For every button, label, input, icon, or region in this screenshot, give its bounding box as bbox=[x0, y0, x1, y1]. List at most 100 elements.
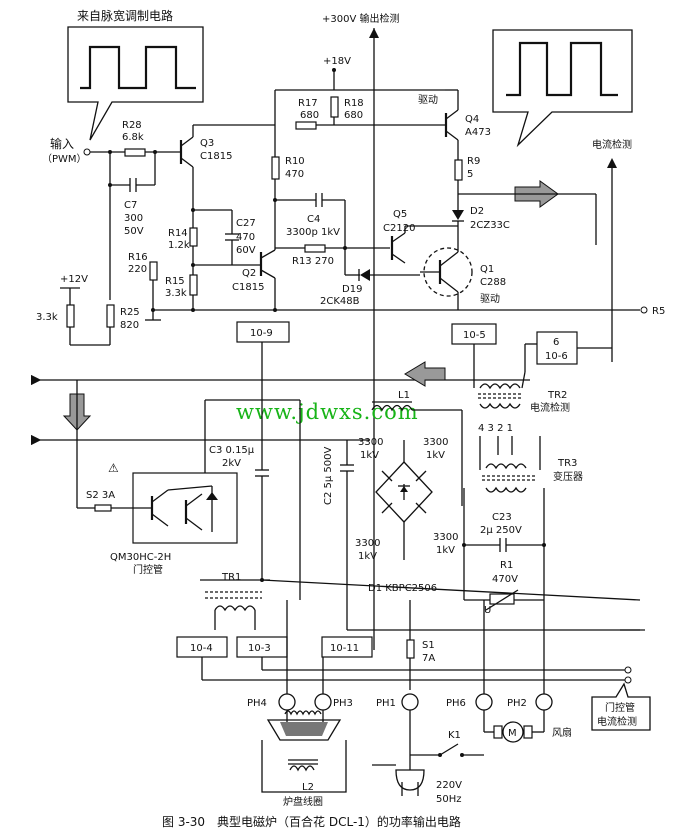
r15-label: R15 bbox=[165, 276, 185, 287]
r18-label: R18 bbox=[344, 98, 364, 109]
q1-value: C288 bbox=[480, 277, 506, 288]
r9-label: R9 bbox=[467, 156, 480, 167]
tr2-label: TR2 bbox=[547, 390, 567, 401]
c3-label: C3 0.15μ bbox=[209, 445, 255, 456]
r9-resistor bbox=[454, 159, 463, 181]
r25-label: R25 bbox=[120, 307, 140, 318]
r14-resistor bbox=[189, 227, 198, 247]
r13-resistor bbox=[304, 244, 326, 253]
r17-value: 680 bbox=[300, 110, 319, 121]
q4-value: A473 bbox=[465, 127, 491, 138]
q2-transistor bbox=[259, 249, 276, 310]
r18-resistor bbox=[330, 96, 339, 118]
r17-resistor bbox=[295, 121, 317, 130]
r16-value: 220 bbox=[128, 264, 147, 275]
c3-value: 2kV bbox=[222, 458, 241, 469]
c27-value2: 60V bbox=[236, 245, 256, 256]
plus12v-label: +12V bbox=[60, 274, 88, 285]
r1-u-label: U bbox=[484, 605, 491, 616]
c23-label: C23 bbox=[492, 512, 512, 523]
q5-value: C2120 bbox=[383, 223, 415, 234]
r17-label: R17 bbox=[298, 98, 318, 109]
c4-value: 3300p 1kV bbox=[286, 227, 340, 238]
output-waveform-bubble bbox=[492, 29, 633, 148]
r10-resistor bbox=[271, 156, 280, 180]
cb1-value: 1kV bbox=[360, 450, 379, 461]
warning-icon: ⚠ bbox=[108, 461, 119, 475]
c2-label: C2 5μ 500V bbox=[323, 446, 334, 505]
d2-value: 2CZ33C bbox=[470, 220, 510, 231]
s1-label: S1 bbox=[422, 640, 435, 651]
connector-10-9-label: 10-9 bbox=[250, 328, 273, 339]
tr3-pins: 4 3 2 1 bbox=[478, 423, 513, 434]
cb3-label: 3300 bbox=[355, 538, 380, 549]
cb3-value: 1kV bbox=[358, 551, 377, 562]
connector-10-9 bbox=[236, 321, 290, 343]
connector-10-11-label: 10-11 bbox=[330, 643, 359, 654]
cb4-value: 1kV bbox=[436, 545, 455, 556]
ph4-label: PH4 bbox=[247, 698, 267, 709]
r-3k3-resistor bbox=[66, 304, 75, 328]
c7-label: C7 bbox=[124, 200, 137, 211]
ph3-plug bbox=[314, 693, 332, 711]
ph2-plug bbox=[535, 693, 553, 711]
r28-label: R28 bbox=[122, 120, 142, 131]
mains-frequency: 50Hz bbox=[436, 794, 462, 805]
cb2-label: 3300 bbox=[423, 437, 448, 448]
k1-label: K1 bbox=[448, 730, 461, 741]
ph4-plug bbox=[278, 693, 296, 711]
r1-label: R1 bbox=[500, 560, 513, 571]
ph6-plug bbox=[475, 693, 493, 711]
r1-value: 470V bbox=[492, 574, 518, 585]
tr3-label: TR3 bbox=[557, 458, 577, 469]
d19-label: D19 bbox=[342, 284, 362, 295]
s2-label: S2 3A bbox=[86, 490, 115, 501]
c27-label: C27 bbox=[236, 218, 256, 229]
motor-label: M bbox=[508, 728, 517, 739]
r10-label: R10 bbox=[285, 156, 305, 167]
input-terminal bbox=[83, 148, 91, 156]
coil-label: L2 bbox=[302, 782, 314, 793]
q1-transistor bbox=[423, 247, 473, 297]
q5-label: Q5 bbox=[393, 209, 407, 220]
cb2-value: 1kV bbox=[426, 450, 445, 461]
r9-value: 5 bbox=[467, 169, 473, 180]
current-detect-label: 电流检测 bbox=[592, 138, 632, 151]
feedback-arrow-icon bbox=[404, 361, 446, 387]
connector-10-3-label: 10-3 bbox=[248, 643, 271, 654]
q5-transistor bbox=[390, 225, 458, 264]
igbt-sub-label: 门控管 bbox=[133, 563, 163, 576]
d2-diode bbox=[452, 210, 464, 220]
r28-value: 6.8k bbox=[122, 132, 144, 143]
coil-sub-label: 炉盘线圈 bbox=[283, 795, 323, 808]
tr1-label: TR1 bbox=[221, 572, 241, 583]
pwm-source-label: 来自脉宽调制电路 bbox=[77, 8, 173, 23]
r1-varistor bbox=[489, 593, 515, 605]
r-3k3-label: 3.3k bbox=[36, 312, 58, 323]
drive-label: 驱动 bbox=[418, 94, 438, 106]
l1-label: L1 bbox=[398, 390, 410, 401]
input-pwm-label: （PWM） bbox=[42, 153, 87, 165]
drive2-label: 驱动 bbox=[480, 293, 500, 305]
r10-value: 470 bbox=[285, 169, 304, 180]
d2-label: D2 bbox=[470, 206, 484, 217]
pan-icon bbox=[266, 710, 342, 741]
q3-label: Q3 bbox=[200, 138, 214, 149]
connector-10-6 bbox=[536, 331, 578, 365]
igbt-label: QM30HC-2H bbox=[110, 552, 171, 563]
r25-resistor bbox=[106, 304, 115, 328]
plus18v-label: +18V bbox=[323, 56, 351, 67]
tr3-sub-label: 变压器 bbox=[553, 470, 583, 483]
r15-resistor bbox=[189, 274, 198, 296]
ph3-label: PH3 bbox=[333, 698, 353, 709]
q2-value: C1815 bbox=[232, 282, 264, 293]
r13-label: R13 270 bbox=[292, 256, 334, 267]
s1-value: 7A bbox=[422, 653, 435, 664]
output-detect-label: +300V 输出检测 bbox=[322, 12, 400, 25]
connector-10-6-label: 10-6 bbox=[545, 351, 568, 362]
r14-value: 1.2k bbox=[168, 240, 190, 251]
d1-label: D1 KBPC2506 bbox=[368, 583, 437, 594]
ph6-label: PH6 bbox=[446, 698, 466, 709]
fan-motor-icon bbox=[502, 721, 524, 743]
